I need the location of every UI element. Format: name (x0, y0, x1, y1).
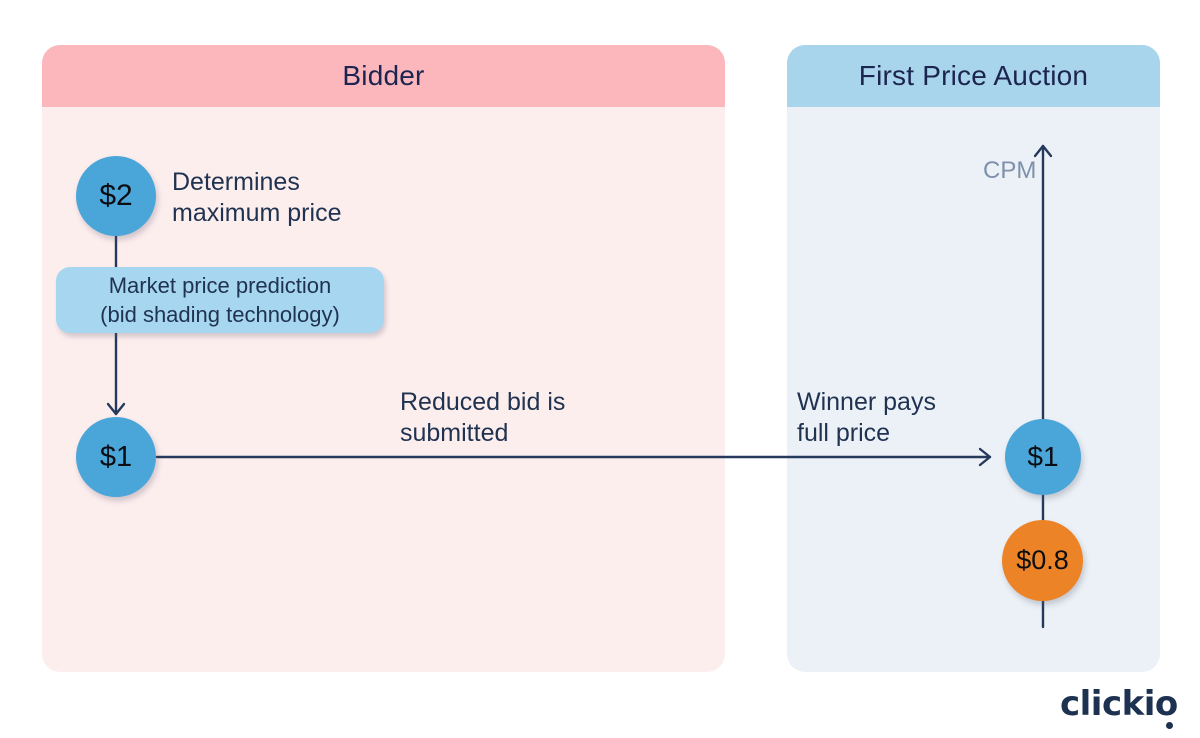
market-price-circle: $0.8 (1002, 520, 1083, 601)
reduced-bid-label: Reduced bid is submitted (400, 387, 565, 449)
reduced-bid-circle: $1 (76, 417, 156, 497)
bidder-panel: Bidder (42, 45, 725, 672)
max-bid-label-line2: maximum price (172, 199, 342, 227)
max-bid-label: Determines maximum price (172, 167, 341, 229)
winner-pays-label: Winner pays full price (797, 387, 936, 449)
auction-panel-title: First Price Auction (787, 45, 1160, 107)
clickio-logo-dot-icon (1165, 722, 1173, 729)
max-bid-label-line1: Determines (172, 168, 300, 196)
reduced-bid-label-line2: submitted (400, 419, 509, 447)
reduced-bid-label-line1: Reduced bid is (400, 388, 566, 416)
market-price-prediction-box: Market price prediction (bid shading tec… (56, 267, 384, 333)
clickio-logo: clickio (1060, 684, 1178, 729)
cpm-axis-label: CPM (983, 157, 1037, 184)
market-price-value: $0.8 (1016, 545, 1069, 575)
bidder-panel-title: Bidder (42, 45, 725, 107)
winner-pays-label-line2: full price (797, 419, 891, 447)
winner-pays-label-line1: Winner pays (797, 388, 936, 416)
max-bid-value: $2 (99, 179, 133, 212)
reduced-bid-value: $1 (99, 440, 133, 473)
clickio-logo-text: clickio (1060, 684, 1178, 724)
prediction-box-line1: Market price prediction (108, 273, 332, 298)
prediction-box-line2: (bid shading technology) (100, 302, 340, 327)
winning-bid-value: $1 (1027, 441, 1059, 472)
winning-bid-circle: $1 (1005, 419, 1081, 495)
auction-panel: First Price Auction (787, 45, 1160, 672)
max-bid-circle: $2 (76, 156, 156, 236)
